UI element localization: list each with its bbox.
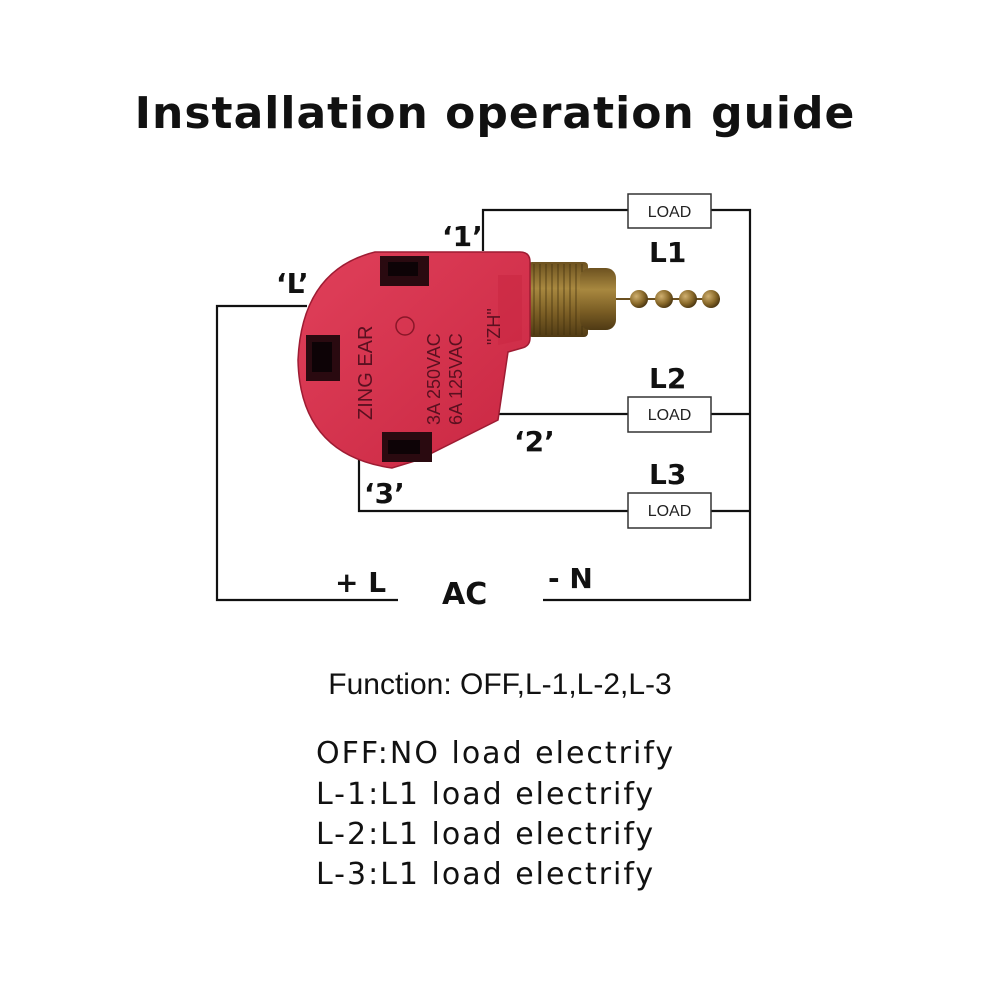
line-l1-label: L1 bbox=[649, 236, 686, 269]
minus-n-label: - N bbox=[548, 562, 593, 595]
page-title: Installation operation guide bbox=[134, 88, 856, 139]
load-box-l2: LOAD bbox=[627, 396, 712, 433]
load-label: LOAD bbox=[648, 503, 692, 520]
switch-brand: ZING EAR bbox=[355, 326, 377, 420]
description-l3: L-3:L1 load electrify bbox=[316, 857, 656, 892]
terminal-3-label: ‘3’ bbox=[364, 477, 405, 510]
line-l3-label: L3 bbox=[649, 458, 686, 491]
plus-l-label: + L bbox=[335, 566, 386, 599]
load-label: LOAD bbox=[648, 407, 692, 424]
certification-mark bbox=[395, 316, 415, 336]
description-l1: L-1:L1 load electrify bbox=[316, 777, 656, 812]
terminal-1-label: ‘1’ bbox=[442, 220, 483, 253]
ac-label: AC bbox=[442, 577, 487, 612]
terminal-l-label: ‘L’ bbox=[276, 267, 309, 300]
function-line: Function: OFF,L-1,L-2,L-3 bbox=[328, 668, 672, 701]
description-l2: L-2:L1 load electrify bbox=[316, 817, 656, 852]
pull-chain bbox=[610, 290, 720, 308]
wire-L bbox=[215, 304, 398, 602]
wire-1-right bbox=[543, 208, 752, 602]
switch-rating-2: 6A 125VAC bbox=[446, 333, 466, 425]
wire-1 bbox=[481, 208, 628, 251]
terminal-2-label: ‘2’ bbox=[514, 425, 555, 458]
wires bbox=[215, 208, 752, 602]
switch-body: ZING EAR 3A 250VAC 6A 125VAC "ZH" bbox=[297, 251, 531, 469]
line-l2-label: L2 bbox=[649, 362, 686, 395]
load-box-l1: LOAD bbox=[627, 193, 712, 229]
brass-shaft bbox=[528, 262, 616, 337]
switch-model: "ZH" bbox=[484, 308, 504, 345]
switch-rating-1: 3A 250VAC bbox=[424, 333, 444, 425]
load-box-l3: LOAD bbox=[627, 492, 712, 529]
wire-3 bbox=[357, 458, 750, 513]
description-off: OFF:NO load electrify bbox=[316, 736, 676, 771]
load-label: LOAD bbox=[648, 204, 692, 221]
